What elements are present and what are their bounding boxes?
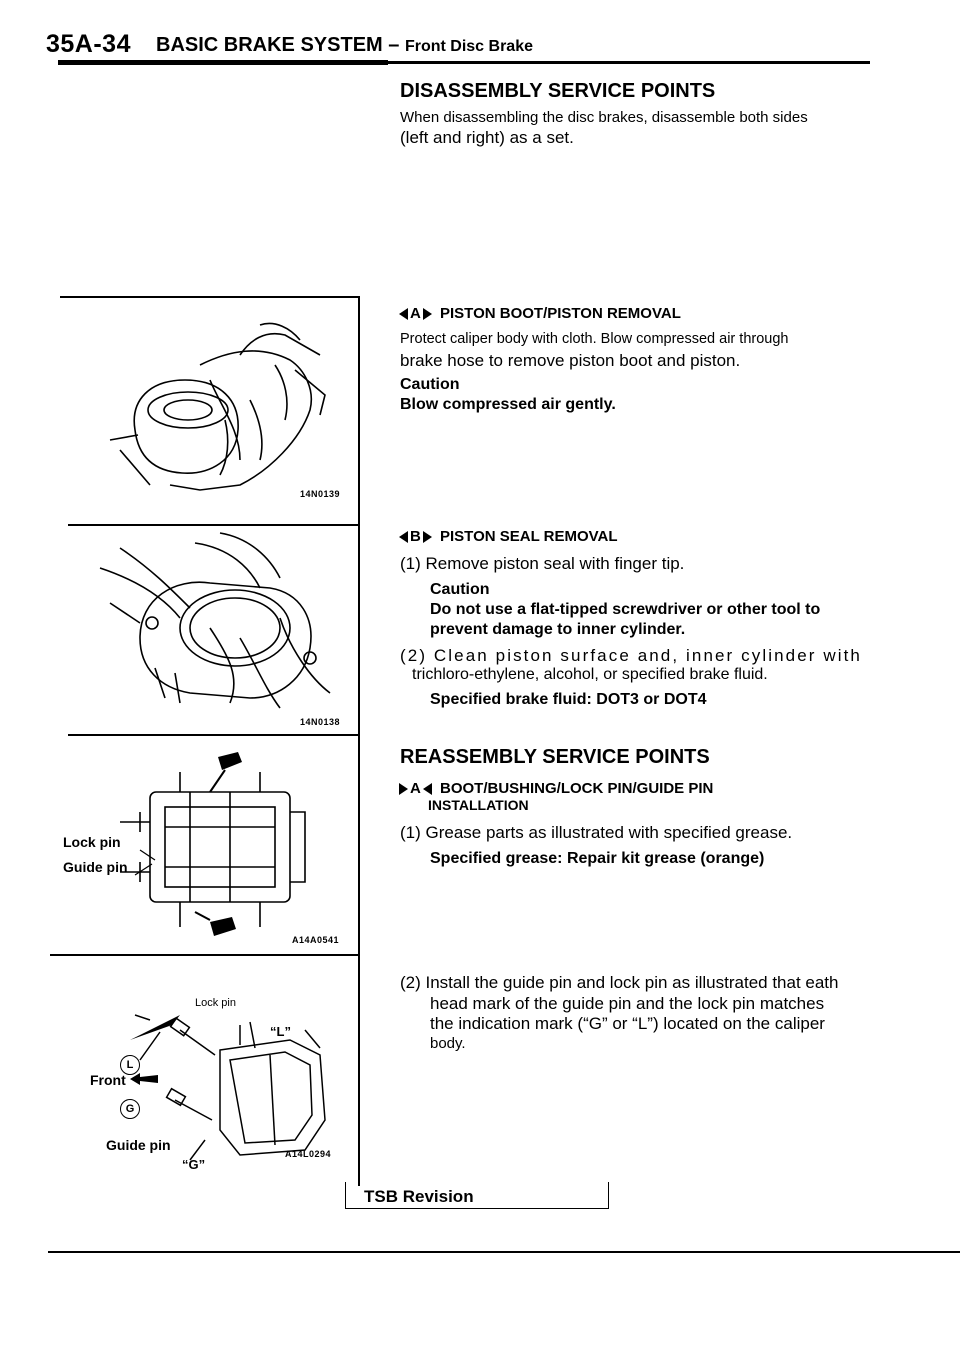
mark-L-badge: L: [120, 1055, 140, 1075]
arrow-right-icon: [422, 307, 432, 320]
step-b-caution-2: prevent damage to inner cylinder.: [430, 621, 686, 638]
figure-divider: [60, 296, 358, 298]
step-a-line-1: Protect caliper body with cloth. Blow co…: [400, 331, 789, 347]
title-subtitle: Front Disc Brake: [404, 38, 533, 55]
title-main: BASIC BRAKE SYSTEM: [156, 34, 383, 56]
reassembly-step-a-title-2: INSTALLATION: [428, 797, 529, 813]
figure-4-guide-pin-label: Guide pin: [106, 1137, 171, 1153]
figure-4-G-label: “G”: [182, 1157, 206, 1172]
figure-3-guide-pin-label: Guide pin: [63, 859, 128, 875]
header-rule: [58, 61, 870, 64]
reassembly-item-2-line-3: the indication mark (“G” or “L”) located…: [430, 1014, 825, 1033]
reassembly-item-2-line-4: body.: [430, 1035, 466, 1052]
bottom-rule: [48, 1251, 960, 1253]
reassembly-heading: REASSEMBLY SERVICE POINTS: [400, 746, 710, 768]
step-b-spec: Specified brake fluid: DOT3 or DOT4: [430, 691, 707, 708]
disassembly-intro-1: When disassembling the disc brakes, disa…: [400, 109, 808, 126]
tsb-revision-label: TSB Revision: [364, 1187, 474, 1206]
arrow-left-icon: [422, 782, 432, 795]
disassembly-heading: DISASSEMBLY SERVICE POINTS: [400, 80, 716, 102]
disassembly-step-a-badge: A: [399, 305, 432, 322]
arrow-left-icon: [399, 530, 408, 543]
reassembly-item-2-line-1: (2) Install the guide pin and lock pin a…: [400, 973, 839, 992]
arrow-right-icon: [399, 782, 408, 795]
title-dash: –: [388, 34, 400, 56]
step-b-item-1: (1) Remove piston seal with finger tip.: [400, 554, 685, 573]
piston-removal-illustration: [109, 322, 326, 491]
step-b-caution-1: Do not use a flat-tipped screwdriver or …: [430, 601, 821, 618]
mark-G-badge: G: [120, 1099, 140, 1119]
figure-divider: [68, 734, 358, 736]
disassembly-intro-2: (left and right) as a set.: [400, 128, 574, 147]
figure-4-code: A14L0294: [285, 1149, 332, 1159]
step-a-caution-text: Blow compressed air gently.: [400, 396, 616, 413]
figure-column: [50, 296, 360, 1186]
step-b-item-2-line-1: (2) Clean piston surface and, inner cyli…: [400, 646, 862, 665]
caliper-grease-illustration: [120, 752, 306, 936]
figure-1-code: 14N0139: [300, 489, 341, 499]
step-b-caution-label: Caution: [430, 581, 490, 598]
reassembly-item-1: (1) Grease parts as illustrated with spe…: [400, 823, 793, 842]
disassembly-step-b-badge: B: [399, 528, 432, 545]
figure-2-code: 14N0138: [300, 717, 341, 727]
pin-mark-illustration: [130, 1014, 326, 1161]
step-b-item-2-line-2: trichloro-ethylene, alcohol, or specifie…: [412, 666, 768, 683]
leader-lines: [134, 849, 156, 876]
disassembly-step-a-title: PISTON BOOT/PISTON REMOVAL: [440, 305, 681, 322]
figure-4-L-label: “L”: [270, 1024, 291, 1039]
arrow-left-icon: [399, 307, 408, 320]
figure-4-front-label: Front: [90, 1072, 126, 1088]
front-arrow-icon: [130, 1073, 158, 1085]
piston-seal-removal-illustration: [99, 532, 331, 709]
figure-divider: [68, 524, 358, 526]
step-a-caution-label: Caution: [400, 376, 460, 393]
page-title: BASIC BRAKE SYSTEM – Front Disc Brake: [156, 34, 533, 57]
figure-divider: [50, 954, 358, 956]
page-code: 35A-34: [46, 30, 131, 58]
reassembly-step-a-badge: A: [399, 780, 432, 797]
tsb-revision-box: [345, 1182, 609, 1209]
arrow-right-icon: [422, 530, 432, 543]
step-a-line-2: brake hose to remove piston boot and pis…: [400, 351, 741, 370]
disassembly-step-b-title: PISTON SEAL REMOVAL: [440, 528, 618, 545]
reassembly-item-2-line-2: head mark of the guide pin and the lock …: [430, 994, 825, 1013]
figure-4-lock-pin-label: Lock pin: [195, 997, 236, 1009]
figure-3-lock-pin-label: Lock pin: [63, 834, 121, 850]
reassembly-spec: Specified grease: Repair kit grease (ora…: [430, 850, 765, 867]
reassembly-step-a-title-1: BOOT/BUSHING/LOCK PIN/GUIDE PIN: [440, 780, 714, 797]
figure-3-code: A14A0541: [292, 935, 340, 945]
